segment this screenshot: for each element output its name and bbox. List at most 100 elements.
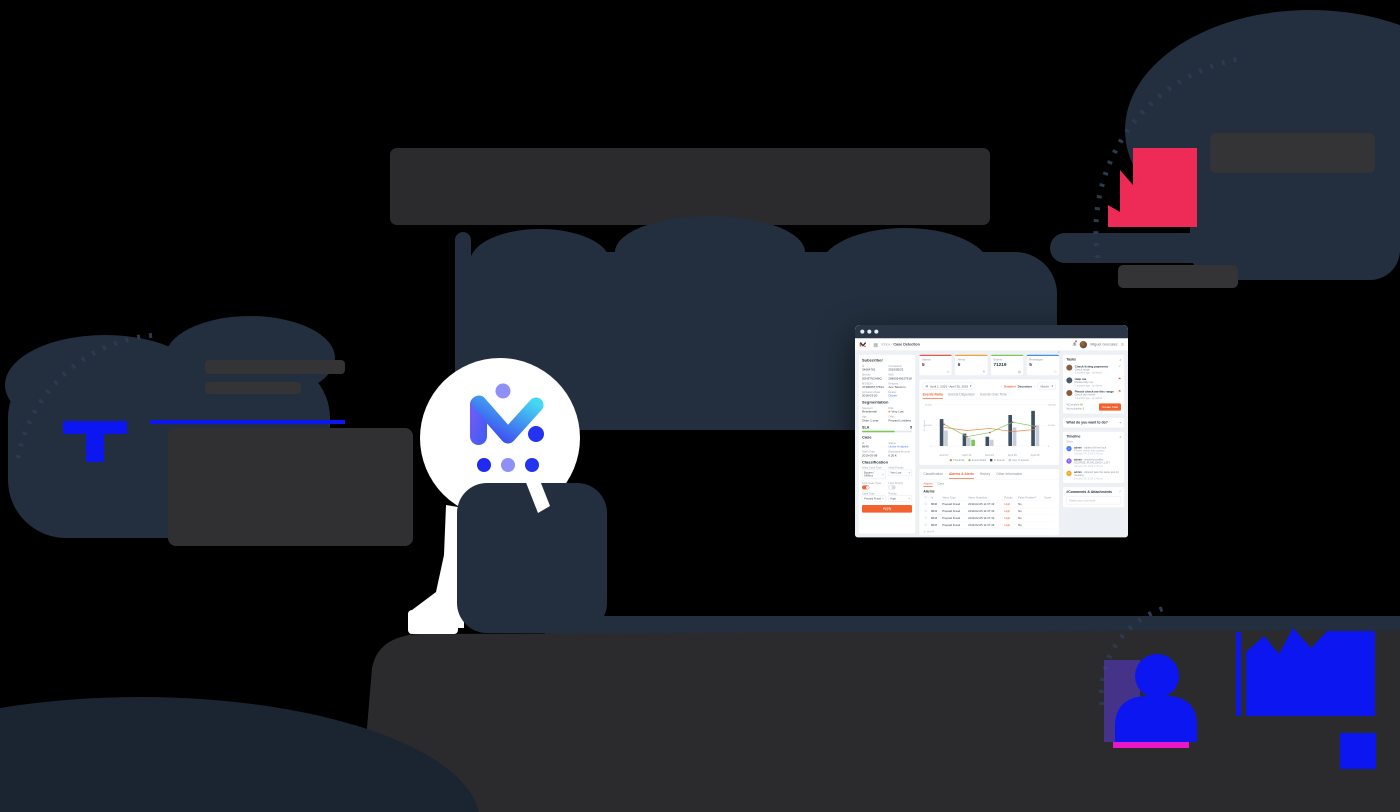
stat-label: Alarms [921,357,931,362]
svg-text:50,000: 50,000 [1048,425,1055,427]
notifications-bell-icon[interactable]: 🕭 [1072,340,1078,347]
column-header[interactable]: False Positive? [1016,494,1043,501]
chart-tab[interactable]: Events Ratio [922,393,943,399]
table-cell: Prepaid Fraud [940,507,967,515]
column-header[interactable]: Alarm Snapshot [966,494,1004,501]
window-maximize-button[interactable] [874,329,879,334]
expand-chevron-icon[interactable]: ▾ [1119,420,1121,424]
window-minimize-button[interactable] [867,329,872,334]
dashed-arc-left [15,332,159,459]
menu-icon[interactable]: ≡ [1121,341,1124,348]
task-done-icon[interactable]: ✓ [1118,364,1121,369]
user-avatar[interactable] [1079,340,1088,349]
column-header[interactable]: Priority [1003,494,1017,501]
timeline-text: admin · resolved conflict SOURCE_PLAN_DA… [1073,458,1110,465]
row-select-cell [923,507,930,515]
chart-tab[interactable]: Events Over Time [980,392,1007,397]
checkbox[interactable] [924,509,927,512]
select-all-header [923,494,930,501]
detail-subtab[interactable]: Alarms [923,481,933,487]
detail-tab[interactable]: History [979,472,991,476]
task-flag-icon[interactable]: ⚑ [1118,377,1121,381]
field-value: 20N3TN2AMQ [861,376,882,380]
apply-button[interactable]: Apply [861,504,912,513]
app-toolbar: ▦ Inbox / Case Detection 🕭 Miguel Gonzal… [855,338,1128,351]
task-subtitle: Check the events [1074,393,1096,397]
column-header[interactable]: Score [1042,494,1055,501]
checkbox[interactable] [924,523,927,526]
table-cell: 8641 [929,507,941,515]
checkbox[interactable] [924,502,927,505]
date-range-picker[interactable]: ▦ April 1, 2019 - April 30, 2019 ▾ [922,382,975,390]
checkbox[interactable] [924,495,927,499]
detail-tab[interactable]: Classification [923,472,943,476]
case-title: Case [861,434,872,440]
detail-tab[interactable]: Other Information [996,472,1023,476]
collapse-icon[interactable]: ▴ [1119,357,1121,362]
field-label: Offer [888,415,895,419]
dropdown-select[interactable]: Very Low▾ [888,469,912,476]
field-label: Priority [888,491,897,495]
create-task-button[interactable]: Create Task [1099,403,1121,411]
timeline-item: ↻admin · resolved conflict SOURCE_PLAN_D… [1066,458,1121,467]
table-pagination[interactable]: 1 - 4 of 4 [923,530,934,534]
timeline-show-link[interactable]: Show [1066,439,1074,443]
mode-detailed[interactable]: Detailed [1003,384,1016,388]
window-close-button[interactable] [860,329,865,334]
detail-tab[interactable]: Alarms & Alerts [948,472,974,479]
field-label: Initial Priority [888,466,904,470]
expand-icon[interactable]: ↗ [1056,350,1060,355]
task-flag-icon[interactable]: ⚑ [1118,389,1121,394]
dropdown-select[interactable]: High▾ [888,495,912,502]
desk-band [545,616,1400,634]
toggle-switch[interactable] [861,485,870,490]
chevron-down-icon: ▾ [882,496,884,500]
timeline-event-icon: ↻ [1066,458,1072,464]
toggle-switch[interactable] [888,485,896,490]
timeline-date: January 04, 2019 2:45 pm [1073,464,1104,468]
field-label: Case Type [861,491,875,495]
table-cell: Prepaid Fraud [940,521,967,529]
field-link[interactable]: Under Analysis [888,444,909,449]
field-link[interactable]: Dealer [888,393,898,398]
column-header[interactable]: Id [929,494,941,501]
checkbox[interactable] [924,516,927,519]
dropdown-select[interactable]: Bypass / SIMbox▾ [861,469,886,479]
headline-text-block [390,148,990,225]
expand-icon[interactable]: ↗ [1118,489,1121,494]
apps-grid-icon[interactable]: ▦ [873,341,879,348]
next-period-icon[interactable]: › [1034,384,1036,388]
legend-swatch [968,458,971,462]
detail-subtab[interactable]: Case [937,481,945,485]
logo-dot-2 [501,458,515,472]
column-header[interactable]: Alarm Type [940,494,967,501]
breadcrumb-page: Case Detection [893,342,920,347]
chart-tab[interactable]: Events Dispersion [948,392,976,397]
breadcrumb-section[interactable]: Inbox / [881,342,893,347]
collapse-icon[interactable]: ▴ [1119,434,1121,438]
interval-select[interactable]: Month ▾ [1037,382,1056,390]
prev-period-icon[interactable]: ‹ [1000,384,1002,388]
task-subtitle: Check range [1074,367,1090,371]
comment-input[interactable]: Share your comment [1066,496,1121,505]
dropdown-select[interactable]: Prepaid Fraud▾ [861,495,886,502]
row-select-cell [923,500,930,508]
